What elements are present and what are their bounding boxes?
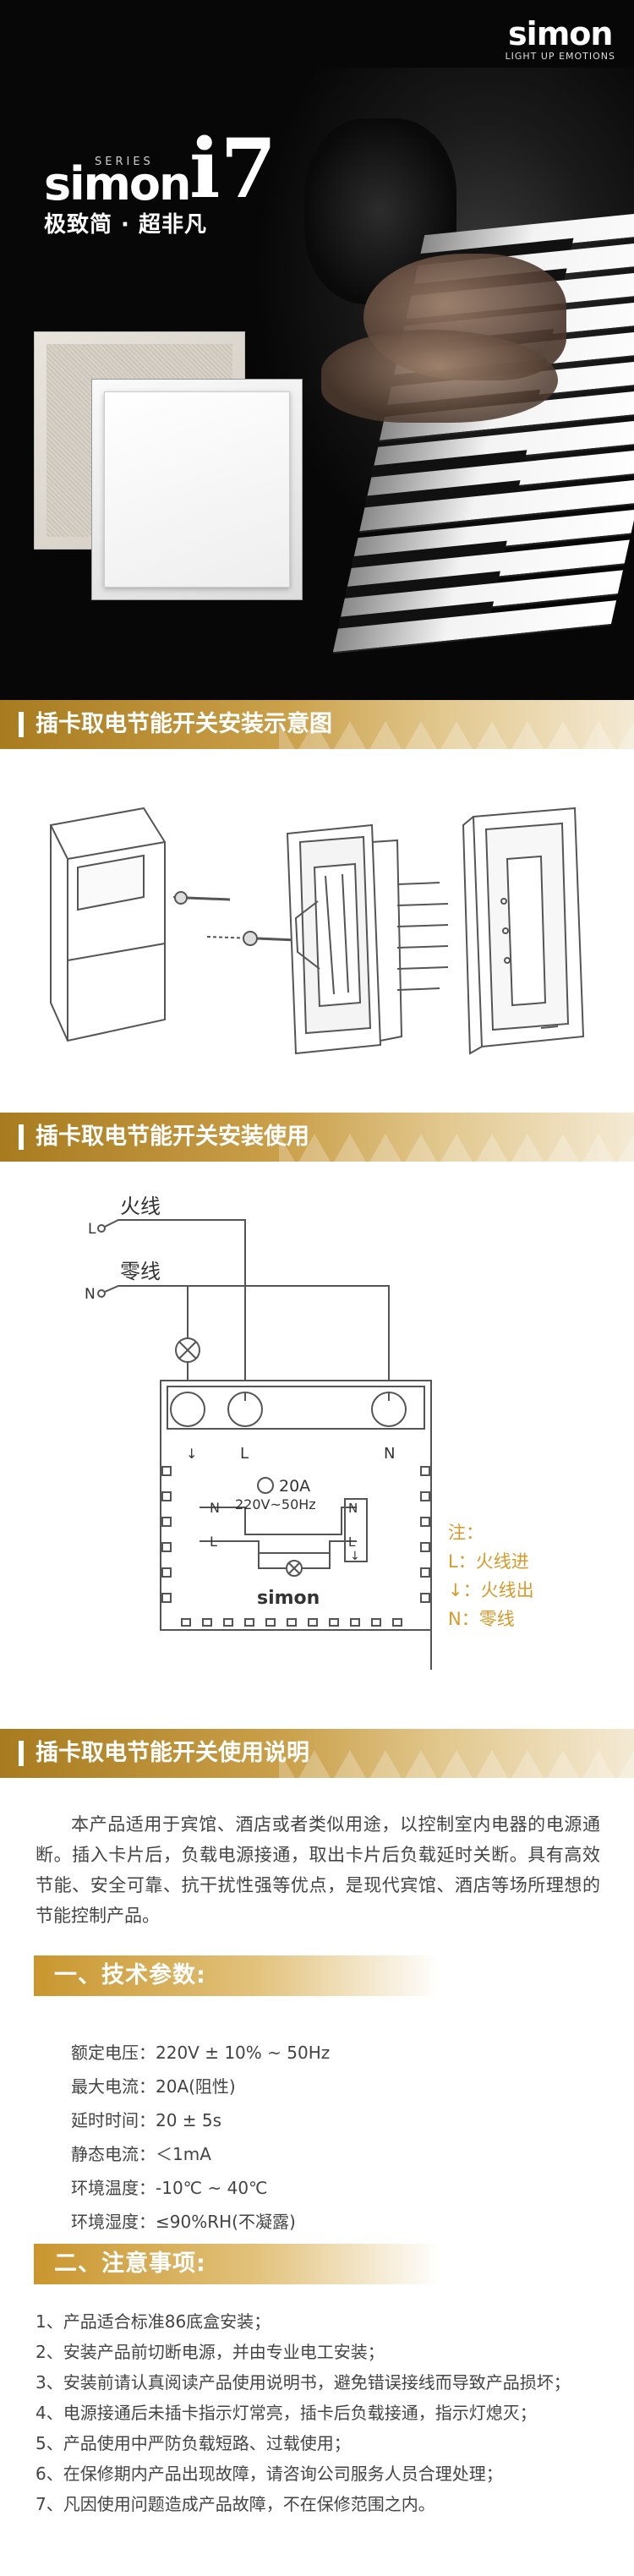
inner-n-right: N (348, 1501, 358, 1516)
product-description: 本产品适用于宾馆、酒店或者类似用途，以控制室内电器的电源通断。插入卡片后，负载电… (36, 1814, 600, 1926)
section-title: 插卡取电节能开关安装使用 (19, 1124, 309, 1150)
notices-heading-bar: 二、注意事项: (34, 2244, 440, 2284)
section-bar-install-diagram: 插卡取电节能开关安装示意图 (0, 700, 634, 749)
spec-item: 额定电压：220V ± 10% ~ 50Hz (71, 2043, 331, 2063)
wiring-diagram: L 火线 N 零线 ↓ L N 20A 220V~50Hz N L N L ↓ … (0, 1162, 634, 1687)
brand-logo: simon LIGHT UP EMOTIONS (506, 17, 616, 62)
switch-panel-front (91, 379, 303, 600)
install-diagram (0, 749, 634, 1087)
spec-item: 最大电流：20A(阻性) (71, 2076, 236, 2097)
brand-tagline: LIGHT UP EMOTIONS (505, 51, 615, 62)
legend-live-out: ↓：火线出 (448, 1580, 534, 1600)
svg-text:↓: ↓ (350, 1550, 360, 1563)
legend-neutral: N：零线 (448, 1609, 515, 1629)
terminal-l-label: L (240, 1445, 249, 1463)
terminal-n-label: N (384, 1445, 395, 1463)
notice-item: 6、在保修期内产品出现故障，请咨询公司服务人员合理处理； (36, 2464, 503, 2484)
spec-item: 延时时间：20 ± 5s (71, 2110, 222, 2130)
section-title: 插卡取电节能开关使用说明 (19, 1741, 309, 1766)
notice-item: 7、凡因使用问题造成产品故障，不在保修范围之内。 (36, 2494, 435, 2514)
section-bar-instructions: 插卡取电节能开关使用说明 (0, 1729, 634, 1778)
specs-list: 额定电压：220V ± 10% ~ 50Hz 最大电流：20A(阻性) 延时时间… (71, 2036, 330, 2239)
svg-text:↓: ↓ (186, 1446, 197, 1462)
section-title: 插卡取电节能开关安装示意图 (19, 712, 332, 737)
section-bar-usage: 插卡取电节能开关安装使用 (0, 1113, 634, 1162)
live-terminal-label: L (88, 1221, 96, 1238)
specs-heading-bar: 一、技术参数: (34, 1955, 440, 1996)
legend-title: 注： (448, 1523, 484, 1543)
spec-item: 静态电流：＜1mA (71, 2144, 211, 2164)
legend-live-in: L：火线进 (448, 1551, 529, 1572)
device-logo: simon (257, 1588, 320, 1609)
specs-heading: 一、技术参数: (54, 1962, 206, 1988)
wiring-legend: 注： L：火线进 ↓：火线出 N：零线 (448, 1518, 534, 1633)
hero-banner: simon LIGHT UP EMOTIONS SERIES simon i7 … (0, 0, 634, 700)
pianist-hand-lower (321, 330, 558, 423)
notice-item: 5、产品使用中严防负载短路、过载使用； (36, 2433, 351, 2453)
rating-current: 20A (279, 1477, 310, 1496)
hero-slogan: 极致简 · 超非凡 (44, 212, 207, 238)
notice-item: 3、安装前请认真阅读产品使用说明书，避免错误接线而导致产品损坏； (36, 2372, 571, 2393)
notice-item: 2、安装产品前切断电源，并由专业电工安装； (36, 2342, 385, 2362)
series-label: SERIES (95, 156, 154, 168)
notices-list: 1、产品适合标准86底盒安装； 2、安装产品前切断电源，并由专业电工安装； 3、… (36, 2306, 602, 2519)
spec-item: 环境温度：-10℃ ~ 40℃ (71, 2178, 268, 2198)
rating-voltage: 220V~50Hz (235, 1496, 316, 1512)
live-wire-label: 火线 (120, 1195, 161, 1218)
series-brand: simon (44, 157, 191, 211)
notice-item: 1、产品适合标准86底盒安装； (36, 2311, 271, 2332)
brand-logo-text: simon (508, 15, 613, 52)
spec-item: 环境湿度：≤90%RH(不凝露) (71, 2212, 296, 2232)
inner-l-right: L (348, 1534, 356, 1550)
wiring-diagram-svg: L 火线 N 零线 ↓ L N 20A 220V~50Hz N L N L ↓ … (85, 1195, 432, 1687)
neutral-terminal-label: N (85, 1286, 96, 1303)
notices-heading: 二、注意事项: (54, 2251, 206, 2277)
inner-l-left: L (210, 1534, 217, 1550)
install-diagram-svg (50, 807, 585, 1055)
neutral-wire-label: 零线 (120, 1260, 161, 1283)
inner-n-left: N (210, 1500, 220, 1516)
series-model: i7 (189, 121, 277, 216)
notice-item: 4、电源接通后未插卡指示灯常亮，插卡后负载接通，指示灯熄灭； (36, 2403, 537, 2423)
